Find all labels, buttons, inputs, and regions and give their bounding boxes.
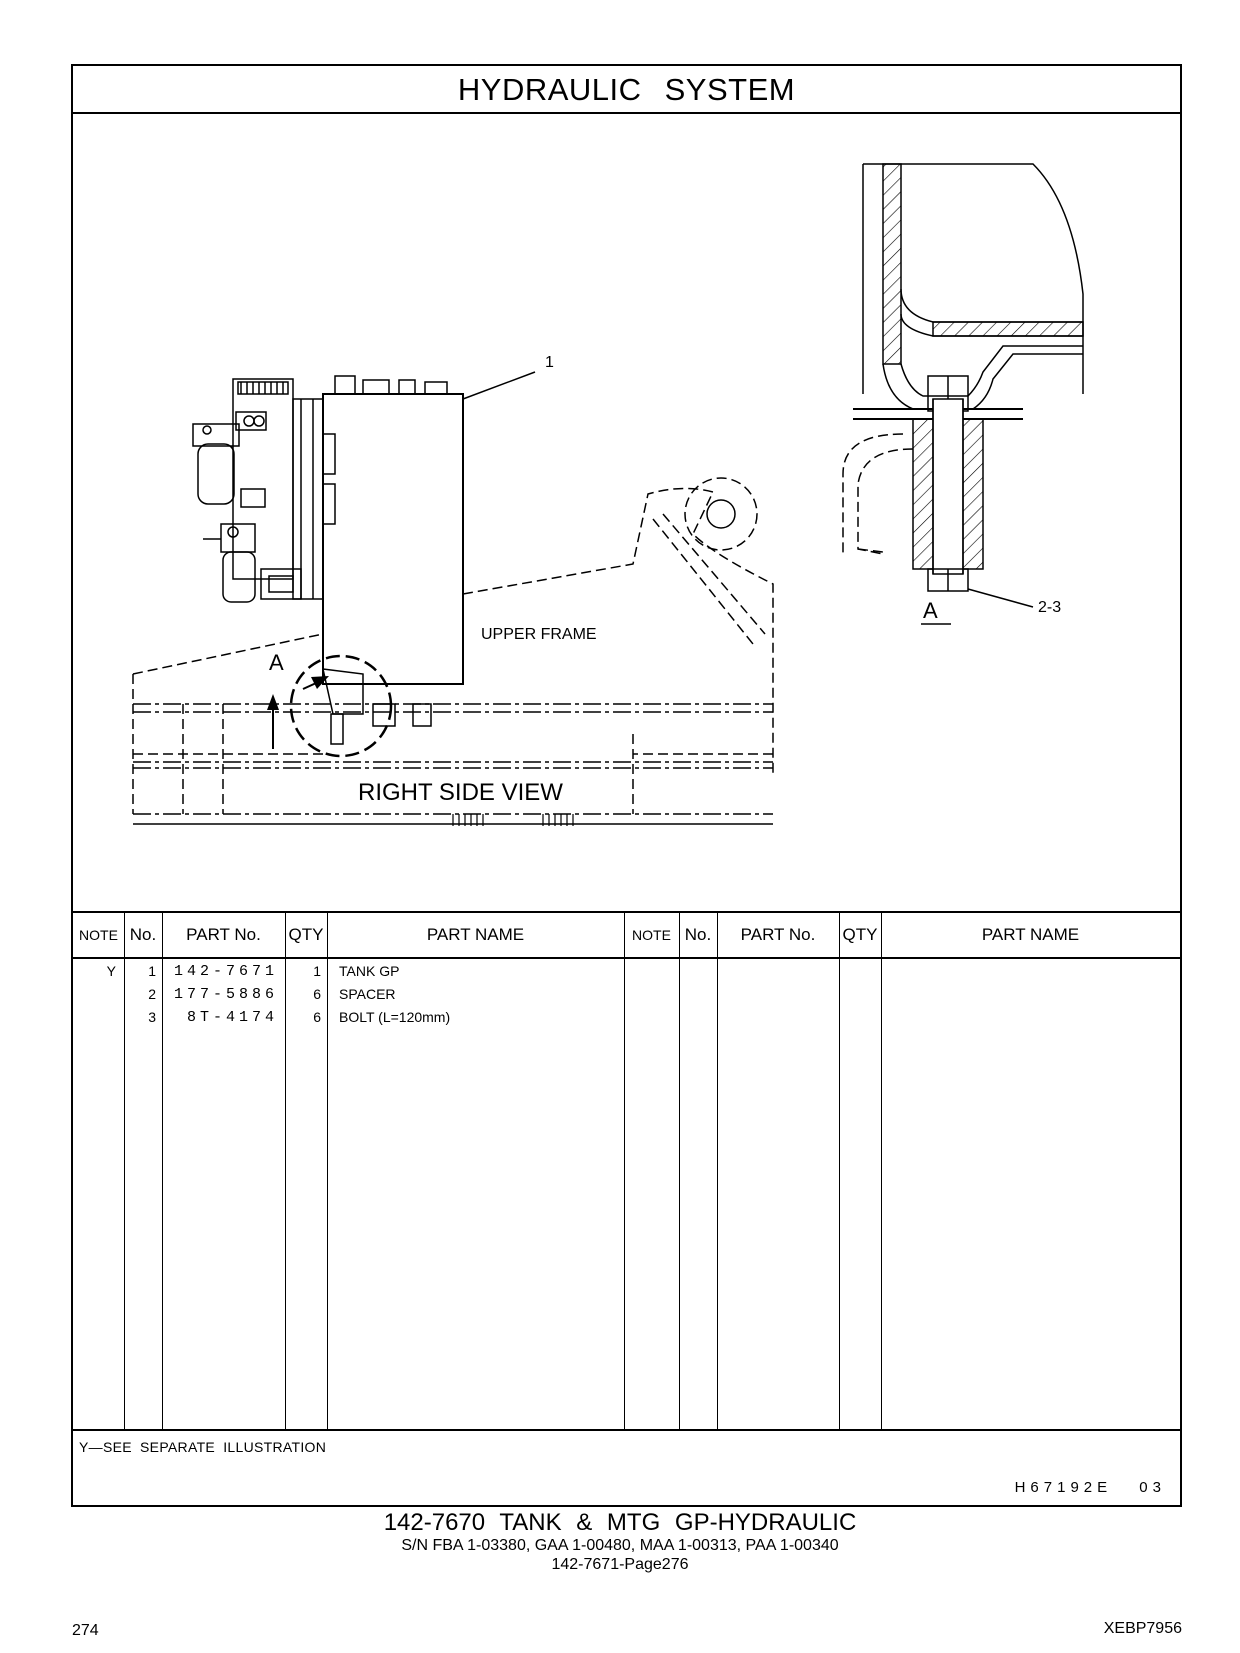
catalog-page-frame: HYDRAULIC SYSTEM bbox=[71, 64, 1182, 1507]
col-part-no-left: PART No. bbox=[186, 925, 261, 944]
col-qty-left: QTY bbox=[288, 925, 324, 944]
table-row: 2 177-5886 6 SPACER bbox=[73, 983, 1180, 1006]
table-divider bbox=[881, 911, 882, 1429]
row-part-no: 177-5886 bbox=[173, 986, 278, 1003]
row-qty: 1 bbox=[313, 963, 321, 979]
upper-frame-label: UPPER FRAME bbox=[481, 626, 597, 643]
col-part-name-right: PART NAME bbox=[981, 925, 1080, 944]
footnote: Y—SEE SEPARATE ILLUSTRATION bbox=[79, 1439, 327, 1455]
table-row: 3 8T-4174 6 BOLT (L=120mm) bbox=[73, 1006, 1180, 1029]
row-no: 1 bbox=[148, 963, 156, 979]
col-no-left: No. bbox=[129, 925, 157, 944]
parts-table-body: Y 1 142-7671 1 TANK GP 2 177-5886 6 SPAC… bbox=[73, 959, 1180, 1429]
row-part-no: 8T-4174 bbox=[186, 1009, 278, 1026]
col-no-right: No. bbox=[684, 925, 712, 944]
view-label: RIGHT SIDE VIEW bbox=[358, 779, 563, 806]
illustration: 1 2-3 A A UPPER FRAME RIGHT SIDE VIEW bbox=[73, 114, 1180, 911]
row-note: Y bbox=[106, 963, 116, 979]
document-code: XEBP7956 bbox=[1103, 1620, 1182, 1637]
table-divider bbox=[327, 911, 328, 1429]
row-part-name: TANK GP bbox=[339, 963, 400, 979]
table-divider bbox=[679, 911, 680, 1429]
callout-a-main: A bbox=[269, 650, 284, 675]
row-part-no: 142-7671 bbox=[173, 963, 278, 980]
callout-a-detail: A bbox=[923, 598, 938, 623]
row-no: 2 bbox=[148, 986, 156, 1002]
page-reference: 142-7671-Page276 bbox=[551, 1556, 689, 1573]
table-divider bbox=[717, 911, 718, 1429]
group-title: 142-7670 TANK & MTG GP-HYDRAULIC bbox=[383, 1509, 857, 1536]
col-note-left: NOTE bbox=[79, 927, 118, 943]
col-part-name-left: PART NAME bbox=[426, 925, 525, 944]
row-part-name: SPACER bbox=[339, 986, 396, 1002]
col-note-right: NOTE bbox=[632, 927, 671, 943]
footnote-area: Y—SEE SEPARATE ILLUSTRATION H67192E 03 bbox=[73, 1429, 1180, 1509]
col-qty-right: QTY bbox=[842, 925, 878, 944]
table-divider bbox=[624, 911, 625, 1429]
callout-1: 1 bbox=[545, 354, 554, 371]
row-no: 3 bbox=[148, 1009, 156, 1025]
hydraulic-tank-drawing bbox=[132, 163, 1084, 826]
table-divider bbox=[285, 911, 286, 1429]
table-divider bbox=[162, 911, 163, 1429]
serial-numbers: S/N FBA 1-03380, GAA 1-00480, MAA 1-0031… bbox=[401, 1537, 839, 1554]
callout-2-3: 2-3 bbox=[1038, 599, 1062, 616]
table-row: Y 1 142-7671 1 TANK GP bbox=[73, 960, 1180, 983]
page-number: 274 bbox=[72, 1622, 99, 1639]
row-qty: 6 bbox=[313, 986, 321, 1002]
row-qty: 6 bbox=[313, 1009, 321, 1025]
page-title: HYDRAULIC SYSTEM bbox=[73, 66, 1180, 114]
col-part-no-right: PART No. bbox=[740, 925, 816, 944]
row-part-name: BOLT (L=120mm) bbox=[339, 1009, 451, 1025]
drawing-code: H67192E 03 bbox=[1014, 1479, 1166, 1496]
parts-table-header: NOTE No. PART No. QTY PART NAME NOTE No.… bbox=[73, 911, 1180, 959]
table-divider bbox=[124, 911, 125, 1429]
table-divider bbox=[839, 911, 840, 1429]
